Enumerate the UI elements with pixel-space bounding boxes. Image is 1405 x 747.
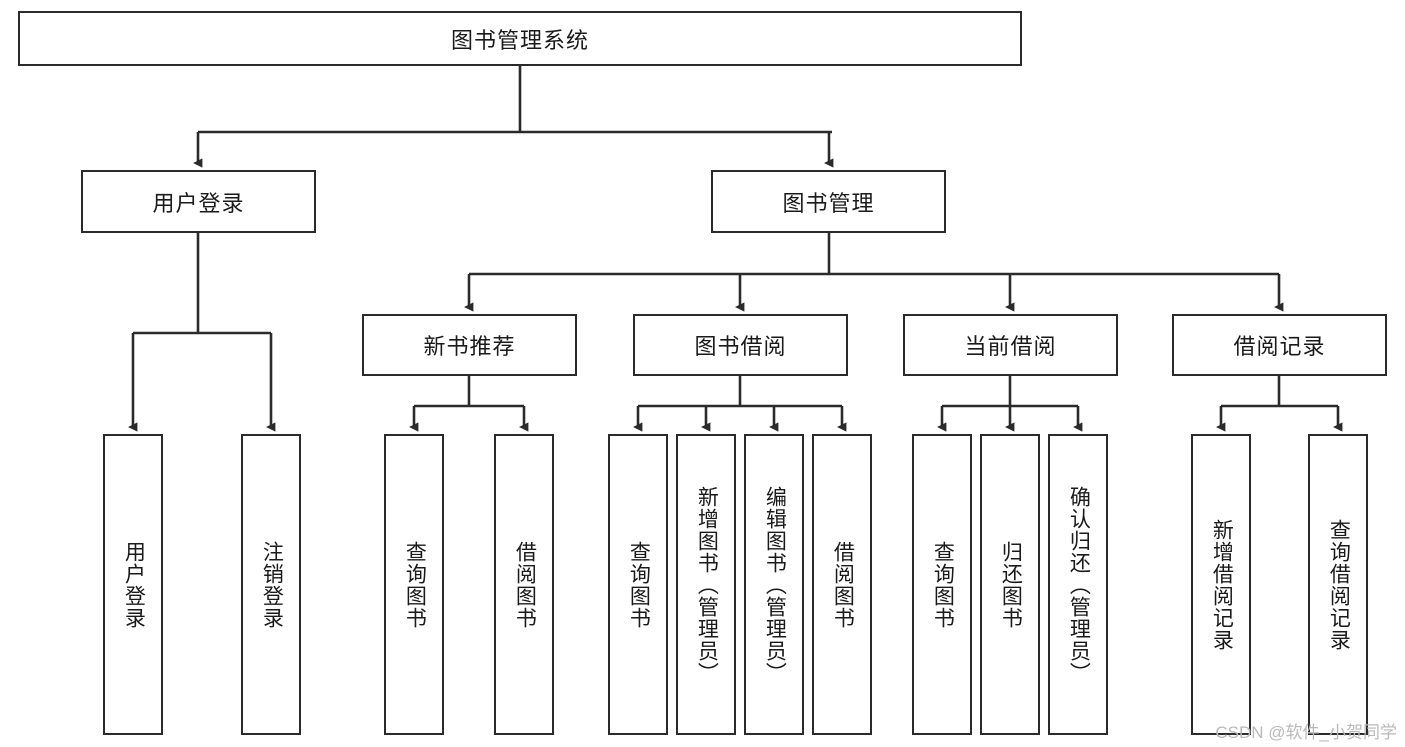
node-new-book-recommend-label: 新书推荐 [423, 334, 516, 359]
node-leaf-query-book-1-label: 查询图书 [403, 540, 427, 629]
node-leaf-borrow-book-2-label: 借阅图书 [831, 540, 855, 629]
node-leaf-query-book-2[interactable]: 查询图书 [608, 434, 668, 735]
node-leaf-query-book-1[interactable]: 查询图书 [384, 434, 444, 735]
node-book-borrow-label: 图书借阅 [694, 334, 787, 359]
watermark: CSDN @软件_小贺同学 [1215, 723, 1397, 742]
node-leaf-query-record[interactable]: 查询借阅记录 [1308, 434, 1368, 735]
node-leaf-borrow-book-1[interactable]: 借阅图书 [494, 434, 554, 735]
node-leaf-edit-book[interactable]: 编辑图书（管理员） [744, 434, 804, 735]
node-leaf-confirm-return[interactable]: 确认归还（管理员） [1048, 434, 1108, 735]
node-leaf-add-book-label: 新增图书（管理员） [695, 485, 719, 684]
node-leaf-add-book[interactable]: 新增图书（管理员） [676, 434, 736, 735]
node-leaf-return-book-label: 归还图书 [999, 540, 1023, 629]
node-user-login-label: 用户登录 [152, 190, 245, 216]
node-new-book-recommend[interactable]: 新书推荐 [362, 314, 577, 376]
node-leaf-edit-book-label: 编辑图书（管理员） [763, 485, 787, 684]
node-borrow-record-label: 借阅记录 [1233, 334, 1326, 359]
node-book-borrow[interactable]: 图书借阅 [633, 314, 848, 376]
node-book-management-label: 图书管理 [782, 190, 875, 216]
node-leaf-add-record-label: 新增借阅记录 [1210, 518, 1234, 651]
node-leaf-query-book-3-label: 查询图书 [931, 540, 955, 629]
node-root[interactable]: 图书管理系统 [18, 11, 1022, 66]
node-book-management[interactable]: 图书管理 [711, 170, 946, 233]
node-leaf-return-book[interactable]: 归还图书 [980, 434, 1040, 735]
node-current-borrow[interactable]: 当前借阅 [903, 314, 1118, 376]
node-leaf-confirm-return-label: 确认归还（管理员） [1067, 485, 1091, 684]
node-user-login[interactable]: 用户登录 [81, 170, 316, 233]
node-leaf-query-book-3[interactable]: 查询图书 [912, 434, 972, 735]
node-leaf-user-login[interactable]: 用户登录 [103, 434, 163, 735]
node-leaf-logout-login-label: 注销登录 [260, 540, 284, 629]
node-borrow-record[interactable]: 借阅记录 [1172, 314, 1387, 376]
node-leaf-logout-login[interactable]: 注销登录 [241, 434, 301, 735]
node-leaf-user-login-label: 用户登录 [122, 540, 146, 629]
node-leaf-borrow-book-1-label: 借阅图书 [513, 540, 537, 629]
node-leaf-query-book-2-label: 查询图书 [627, 540, 651, 629]
node-leaf-add-record[interactable]: 新增借阅记录 [1191, 434, 1251, 735]
node-leaf-query-record-label: 查询借阅记录 [1327, 518, 1351, 651]
node-current-borrow-label: 当前借阅 [964, 334, 1057, 359]
node-root-label: 图书管理系统 [450, 27, 589, 53]
node-leaf-borrow-book-2[interactable]: 借阅图书 [812, 434, 872, 735]
